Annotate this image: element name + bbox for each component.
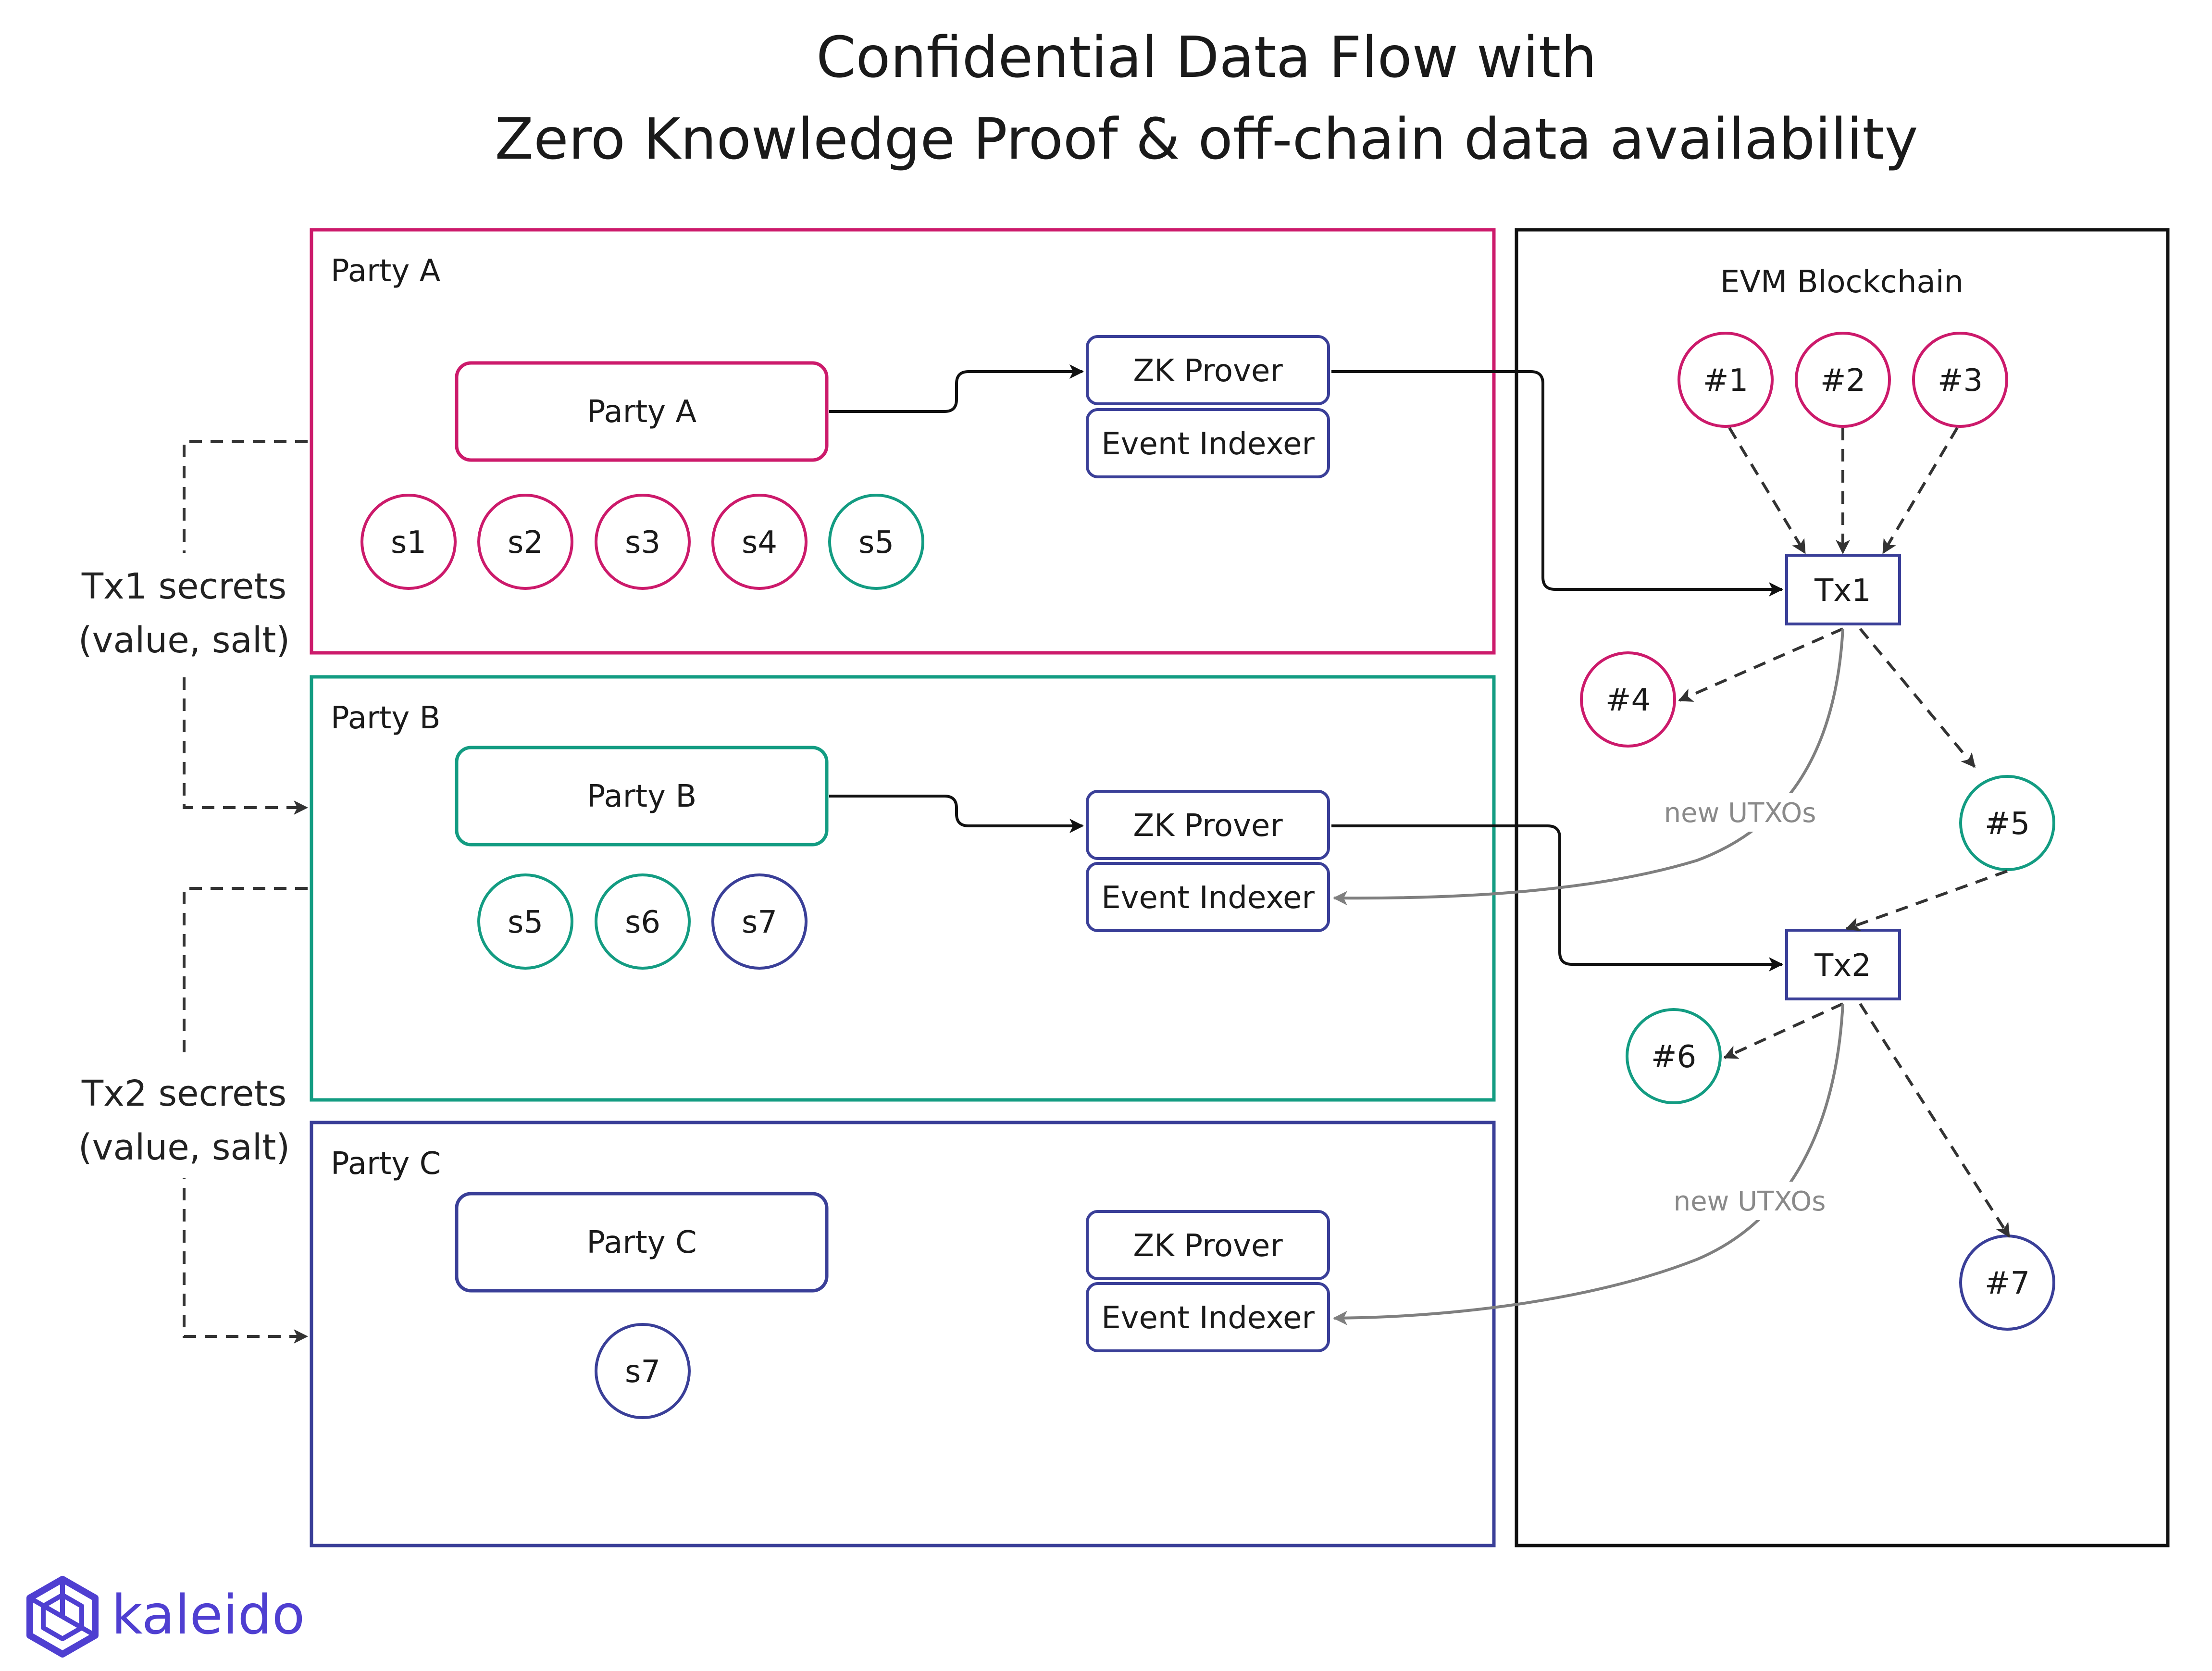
utxo-label: #7 [1985,1266,2030,1301]
tx2-label: Tx2 [1814,948,1871,984]
secret-circle [477,873,573,970]
secret-circle [595,494,691,590]
kaleido-logo-text: kaleido [112,1584,305,1646]
secret-label: s4 [742,525,777,561]
tx2-secrets-label-bg [77,1058,293,1178]
party-c-zk-prover [1086,1210,1330,1280]
party-c-node [455,1192,829,1293]
party-b-event-indexer [1086,862,1330,932]
tx2-to-utxo-7-arrow [1859,1003,2011,1238]
secret-circle [711,494,808,590]
party-a-node-label: Party A [587,394,697,430]
party-b-node [455,746,829,847]
party-b-node-label: Party B [587,779,696,814]
party-a-panel-title: Party A [331,253,441,289]
tx1-to-utxo-4-arrow [1678,627,1844,702]
party-c-zk-prover-label: ZK Prover [1133,1228,1283,1264]
tx2-to-utxo-6-arrow [1723,1002,1844,1059]
party-b-event-indexer-label: Event Indexer [1101,880,1315,916]
utxo-label: #6 [1651,1039,1696,1075]
party-c-event-indexer-label: Event Indexer [1101,1300,1315,1336]
utxo-5-to-tx2-arrow [1845,870,2008,931]
utxo-circle [1912,332,2008,428]
party-a-event-indexer [1086,408,1330,478]
tx2-new-utxos-event-arrow [1333,1003,1844,1325]
utxo-1-to-tx1-arrow [1728,427,1806,554]
utxo-circle [1580,651,1676,748]
blockchain-title: EVM Blockchain [1720,264,1963,300]
utxo-label: #4 [1605,683,1651,718]
party-a-panel [310,228,1496,655]
party-a-node [455,361,829,462]
zk-prover-a-to-tx1-arrow [1331,370,1783,597]
utxo-circle [1795,332,1891,428]
party-b-zk-prover [1086,790,1330,860]
secret-circle [595,1323,691,1419]
tx2-new-utxos-label: new UTXOs [1674,1186,1826,1217]
tx2-secrets-label: Tx2 secrets [81,1073,286,1114]
secret-label: s1 [391,525,426,561]
party-c-panel-title: Party C [331,1146,441,1182]
tx1-box [1785,554,1901,625]
new-utxos-label-bg [1670,1182,1829,1220]
secret-label: s5 [508,905,543,940]
diagram-title-line-1: Confidential Data Flow with [816,24,1597,90]
secret-circle [477,494,573,590]
utxo-3-to-tx1-arrow [1882,427,1959,554]
party-c-event-indexer [1086,1282,1330,1352]
tx2-box [1785,929,1901,1000]
tx1-secrets-subtitle: (value, salt) [78,620,290,661]
secret-circle [828,494,924,590]
party-a-zk-prover [1086,335,1330,405]
party-b-to-zk-prover-arrow [829,795,1084,833]
utxo-circle [1626,1008,1722,1104]
utxo-label: #3 [1938,363,1983,399]
zk-prover-b-to-tx2-arrow [1331,824,1783,972]
diagram-title-line-2: Zero Knowledge Proof & off-chain data av… [495,106,1918,172]
secret-label: s7 [742,905,777,940]
tx1-label: Tx1 [1814,573,1871,609]
secret-label: s6 [625,905,660,940]
secret-label: s5 [858,525,894,561]
party-b-panel [310,675,1496,1102]
party-a-event-indexer-label: Event Indexer [1101,426,1315,462]
kaleido-logo-icon [26,1576,99,1658]
tx1-secrets-label: Tx1 secrets [81,566,286,607]
tx1-to-utxo-5-arrow [1859,628,1976,768]
secret-circle [711,873,808,970]
utxo-label: #1 [1703,363,1748,399]
party-a-to-zk-prover-arrow [829,364,1084,413]
party-a-zk-prover-label: ZK Prover [1133,353,1283,389]
party-b-panel-title: Party B [331,700,440,736]
utxo-circle [1678,332,1774,428]
secret-circle [595,873,691,970]
secret-circle [360,494,457,590]
utxo-label: #2 [1820,363,1865,399]
secret-label: s7 [625,1354,660,1390]
tx2-secrets-subtitle: (value, salt) [78,1127,290,1168]
secret-label: s3 [625,525,660,561]
party-c-node-label: Party C [586,1225,696,1260]
new-utxos-label-bg [1661,793,1819,832]
blockchain-panel [1515,228,2170,1547]
tx1-new-utxos-event-arrow [1333,628,1844,906]
tx1-new-utxos-label: new UTXOs [1664,798,1816,829]
secret-label: s2 [508,525,543,561]
utxo-circle [1959,775,2055,871]
utxo-label: #5 [1985,806,2030,842]
tx1-secrets-label-bg [77,553,293,673]
party-c-panel [310,1121,1496,1547]
party-b-zk-prover-label: ZK Prover [1133,808,1283,844]
